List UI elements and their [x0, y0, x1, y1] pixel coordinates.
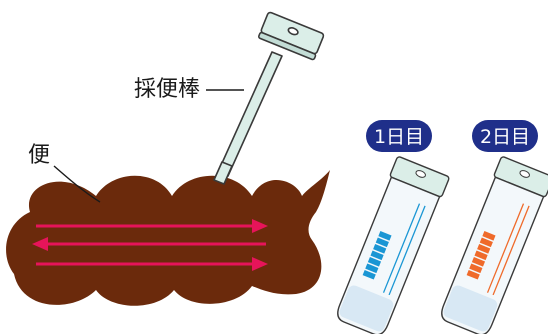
- stick-tip: [213, 161, 233, 185]
- tube-scale-mark: [466, 269, 480, 280]
- sampling-stick: [213, 11, 325, 185]
- sample-tube-1: [337, 156, 450, 334]
- tube-guide-line: [486, 203, 525, 293]
- tube-scale-mark: [362, 269, 376, 280]
- stool: [6, 170, 331, 306]
- day-badge-bg: [366, 120, 432, 152]
- tube-guide-line: [388, 205, 426, 296]
- tube-scale-mark: [367, 256, 382, 267]
- tube-scale-mark: [373, 244, 387, 254]
- tube-liquid: [443, 285, 498, 332]
- stick-label: 採便棒: [134, 77, 200, 102]
- stick-shaft: [217, 51, 283, 177]
- tube-scale-mark: [479, 237, 493, 248]
- tube-scale-mark: [471, 256, 486, 267]
- stool-label-leader: [53, 165, 101, 203]
- arrowhead-middle: [32, 237, 48, 251]
- tube-scale-mark: [370, 250, 384, 261]
- tube-scale-mark: [482, 231, 496, 241]
- sample-tube-2: [441, 156, 548, 334]
- tube-scale-mark: [474, 250, 488, 261]
- stool-label: 便: [28, 143, 50, 168]
- stool-blob: [6, 170, 331, 306]
- tube-guide-line: [382, 203, 421, 293]
- tube-scale-mark: [365, 263, 379, 274]
- tube-scale-mark: [378, 231, 392, 241]
- tube-scale-mark: [375, 237, 389, 248]
- tube-guide-line: [492, 205, 530, 296]
- day-badge-label: 1日目: [374, 126, 424, 148]
- day-badge-label: 2日目: [480, 126, 530, 148]
- tube-cap-hole: [519, 170, 530, 178]
- tube-scale-mark: [469, 263, 483, 274]
- sample-tubes: 1日目 2日目: [337, 120, 548, 334]
- tube-liquid: [339, 285, 394, 332]
- day-badge-1: 1日目: [366, 120, 432, 152]
- tube-scale-mark: [477, 244, 491, 254]
- swab-direction-arrows: [32, 219, 268, 271]
- tube-cap-hole: [415, 170, 426, 178]
- arrowhead-top: [252, 219, 268, 233]
- stick-head-hole: [287, 27, 299, 36]
- arrowhead-bottom: [252, 257, 268, 271]
- day-badge-2: 2日目: [472, 120, 538, 152]
- stick-head-side: [257, 31, 317, 61]
- day-badge-bg: [472, 120, 538, 152]
